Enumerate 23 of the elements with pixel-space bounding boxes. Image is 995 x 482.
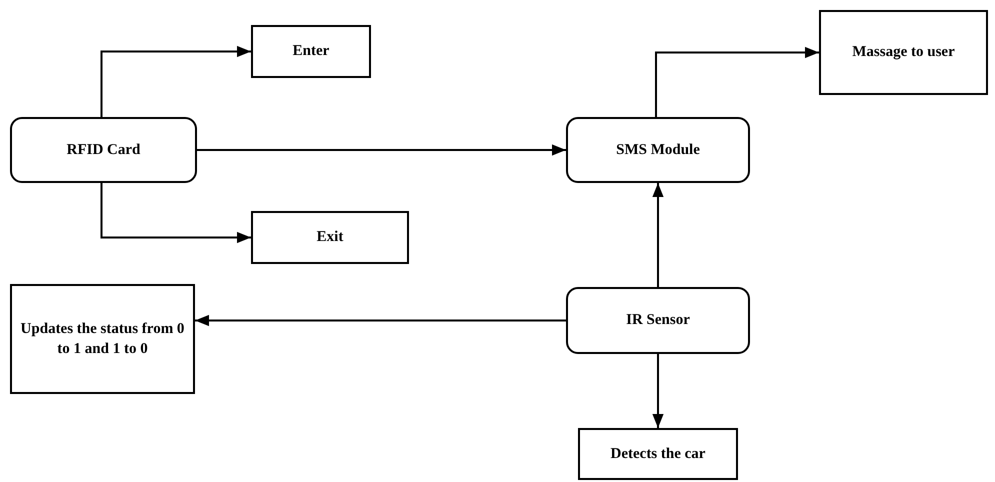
arrow [195, 314, 566, 326]
arrow [100, 183, 251, 244]
node-label: RFID Card [66, 140, 142, 160]
process-box [566, 287, 750, 354]
node-label: Updates the status from 0 to 1 and 1 to 0 [20, 320, 186, 359]
output-box [10, 284, 195, 394]
process-box [566, 117, 750, 183]
node-label: IR Sensor [625, 311, 691, 330]
process-box [10, 117, 197, 183]
arrow [100, 46, 251, 117]
output-box [251, 25, 371, 78]
arrow [197, 144, 566, 156]
node-label: Enter [292, 42, 330, 62]
node-label: Exit [316, 228, 344, 248]
node-label: SMS Module [615, 140, 701, 160]
arrow [655, 46, 819, 117]
node-label: Massage to user [851, 43, 956, 62]
output-box [578, 428, 738, 480]
arrow [652, 354, 664, 428]
output-box [819, 10, 988, 95]
output-box [251, 211, 409, 264]
arrow [652, 183, 664, 287]
node-label: Detects the car [610, 444, 706, 464]
